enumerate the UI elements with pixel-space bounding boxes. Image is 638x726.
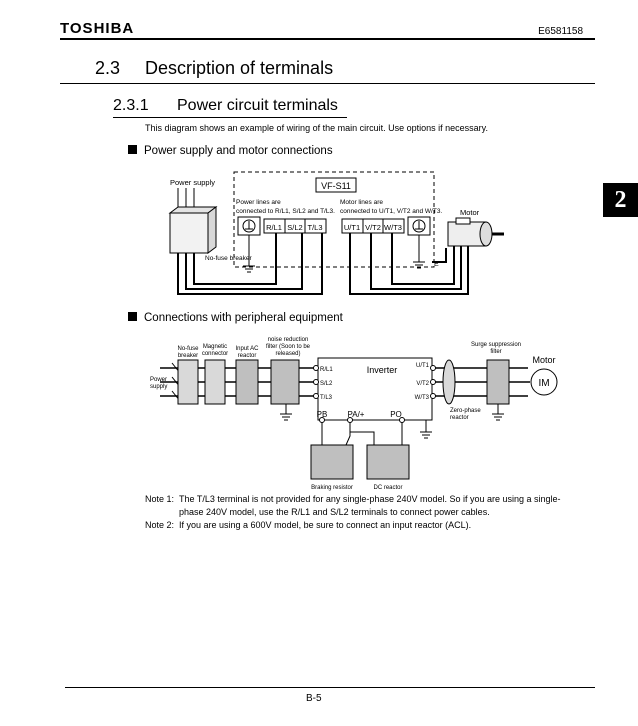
no-fuse-label-2: breaker: [178, 353, 198, 359]
im-label: IM: [538, 378, 549, 389]
bullet-square-icon: [128, 145, 137, 154]
zero-phase-label-2: reactor: [450, 415, 469, 421]
note1-label: Note 1:: [145, 494, 175, 504]
header-rule: [60, 38, 595, 40]
note2-line1: If you are using a 600V model, be sure t…: [179, 520, 472, 530]
section-title: Description of terminals: [145, 58, 334, 78]
noise-filter-label-3: released): [275, 351, 300, 357]
subsection-underline: [113, 117, 347, 118]
inv-terminal-ut1: U/T1: [416, 363, 430, 369]
subsection-title: Power circuit terminals: [177, 97, 338, 114]
ac-reactor-label-1: Input AC: [235, 346, 259, 352]
periph-power-label-1: Power: [150, 377, 167, 383]
document-number: E6581158: [538, 26, 583, 37]
surge-filter-label-1: Surge suppression: [471, 342, 521, 348]
braking-resistor-label: Braking resistor: [311, 485, 353, 491]
terminal-ut1: U/T1: [344, 223, 360, 232]
terminal-sl2: S/L2: [287, 223, 302, 232]
motor-lines-note-2: connected to U/T1, V/T2 and W/T3.: [340, 208, 442, 215]
inverter-label: Inverter: [367, 365, 398, 375]
terminal-vt2: V/T2: [365, 223, 381, 232]
power-supply-label: Power supply: [170, 178, 215, 187]
no-fuse-label-1: No-fuse: [177, 346, 199, 352]
magnetic-label-2: connector: [202, 351, 228, 357]
breaker-label: No-fuse breaker: [205, 255, 252, 262]
motor-label: Motor: [460, 208, 480, 217]
inv-terminal-vt2: V/T2: [416, 381, 429, 387]
diagram2-heading: Connections with peripheral equipment: [128, 312, 343, 324]
ac-reactor-label-2: reactor: [238, 353, 257, 359]
bullet-square-icon: [128, 312, 137, 321]
power-lines-note-2: connected to R/L1, S/L2 and T/L3.: [236, 208, 335, 215]
diagram1-heading: Power supply and motor connections: [128, 145, 333, 157]
periph-power-label-2: supply: [150, 384, 167, 390]
po-terminal-label: PO: [390, 410, 402, 419]
diagram2-heading-text: Connections with peripheral equipment: [144, 312, 343, 324]
brand-logo: TOSHIBA: [60, 20, 135, 37]
inv-terminal-sl2: S/L2: [320, 381, 333, 387]
intro-text: This diagram shows an example of wiring …: [145, 123, 488, 133]
periph-motor-label: Motor: [532, 355, 555, 365]
motor-lines-note-1: Motor lines are: [340, 199, 383, 206]
inv-terminal-wt3: W/T3: [415, 395, 430, 401]
power-lines-note-1: Power lines are: [236, 199, 281, 206]
terminal-rl1: R/L1: [266, 223, 282, 232]
page-number: B-5: [306, 693, 322, 704]
footer-rule: [65, 687, 595, 688]
inv-terminal-rl1: R/L1: [320, 367, 333, 373]
note2-label: Note 2:: [145, 520, 175, 530]
zero-phase-label-1: Zero-phase: [450, 408, 481, 414]
inverter-model-label: VF-S11: [321, 181, 351, 191]
pa-terminal-label: PA/+: [348, 410, 365, 419]
surge-filter-label-2: filter: [490, 349, 501, 355]
earth-label: E: [434, 261, 439, 268]
section-rule: [60, 83, 595, 84]
subsection-number: 2.3.1: [113, 97, 149, 114]
terminal-wt3: W/T3: [384, 223, 402, 232]
pb-terminal-label: PB: [317, 410, 328, 419]
noise-filter-label-2: filter (Soon to be: [266, 344, 311, 350]
noise-filter-label-1: noise reduction: [268, 337, 309, 343]
section-number: 2.3: [95, 58, 121, 78]
diagram1-heading-text: Power supply and motor connections: [144, 145, 333, 157]
note1-line2: phase 240V model, use the R/L1 and S/L2 …: [179, 507, 490, 517]
terminal-tl3: T/L3: [307, 223, 322, 232]
chapter-tab: 2: [603, 183, 638, 217]
inv-terminal-tl3: T/L3: [320, 395, 333, 401]
magnetic-label-1: Magnetic: [203, 344, 227, 350]
dc-reactor-label: DC reactor: [373, 485, 402, 491]
note1-line1: The T/L3 terminal is not provided for an…: [179, 494, 561, 504]
